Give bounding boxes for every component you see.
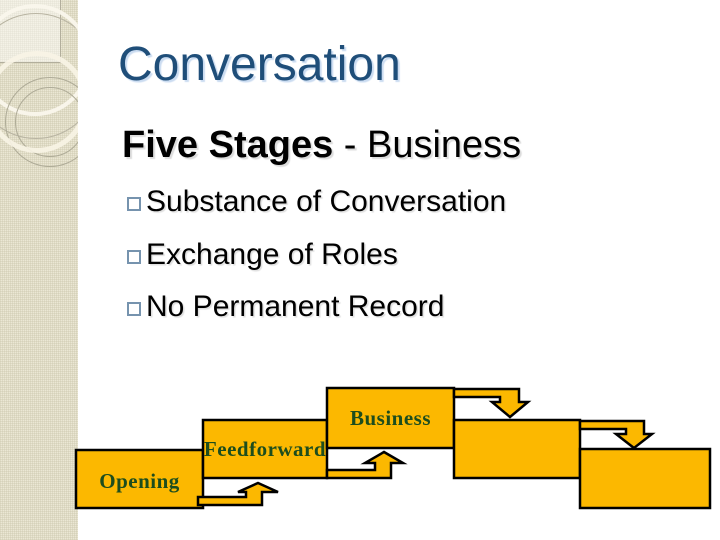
subtitle-rest-text: - Business <box>333 124 522 166</box>
bullet-item: No Permanent Record <box>127 289 506 342</box>
bent-down-arrow-icon <box>578 419 656 450</box>
stairstep-diagram: Opening Feedforward Business <box>74 386 712 510</box>
bent-down-arrow-icon <box>452 387 532 419</box>
step-label-business: Business <box>350 406 431 430</box>
step-box-business <box>325 386 456 450</box>
step-box-4 <box>452 418 582 480</box>
slide-title: Conversation <box>118 38 401 91</box>
bullet-text: Exchange of Roles <box>146 237 398 271</box>
step-box-opening <box>74 448 205 510</box>
bullet-item: Exchange of Roles <box>127 237 506 290</box>
subtitle-bold-text: Five Stages <box>122 124 334 166</box>
slide-subtitle: Five Stages - Business <box>122 126 521 164</box>
step-label-opening: Opening <box>99 469 180 493</box>
sidebar-decoration <box>0 0 78 540</box>
bullet-text: No Permanent Record <box>146 290 445 323</box>
square-bullet-icon <box>127 249 141 264</box>
bullet-text: Substance of Conversation <box>146 185 507 218</box>
bent-up-arrow-icon <box>325 450 408 480</box>
bullet-list: Substance of Conversation Exchange of Ro… <box>127 184 506 342</box>
square-bullet-icon <box>127 302 141 316</box>
bent-up-arrow-icon <box>196 481 279 507</box>
step-label-feedforward: Feedforward <box>204 437 326 461</box>
ring-icon <box>0 51 78 153</box>
step-box-5 <box>578 447 712 510</box>
bullet-item: Substance of Conversation <box>127 184 506 237</box>
square-bullet-icon <box>127 197 141 211</box>
